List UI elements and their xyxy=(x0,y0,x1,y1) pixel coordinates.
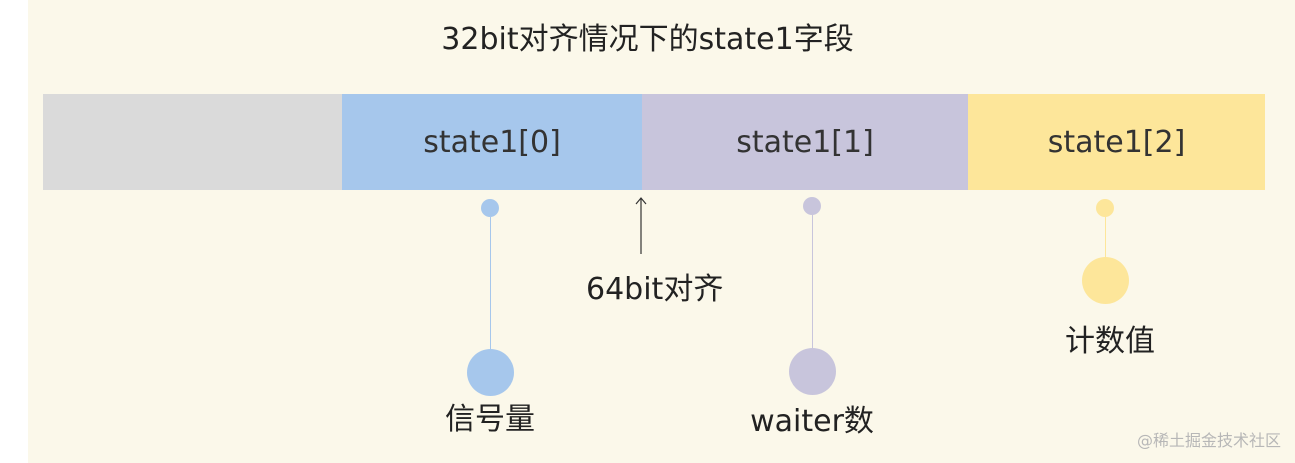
counter-connector-line xyxy=(1105,217,1106,257)
semaphore-top-dot xyxy=(481,199,499,217)
diagram-title: 32bit对齐情况下的state1字段 xyxy=(441,22,854,57)
semaphore-connector-line xyxy=(490,217,491,349)
waiter-bottom-dot xyxy=(789,348,836,395)
state1-2-segment: state1[2] xyxy=(968,94,1265,190)
alignment-arrow xyxy=(634,196,648,254)
counter-bottom-dot xyxy=(1082,257,1129,304)
waiter-top-dot xyxy=(803,197,821,215)
counter-top-dot xyxy=(1096,199,1114,217)
state1-1-label: state1[1] xyxy=(736,124,874,160)
state1-0-segment: state1[0] xyxy=(342,94,642,190)
semaphore-bottom-dot xyxy=(467,349,514,396)
state1-0-label: state1[0] xyxy=(423,124,561,160)
watermark: @稀土掘金技术社区 xyxy=(1136,431,1281,450)
waiter-label: waiter数 xyxy=(750,404,874,439)
state1-2-label: state1[2] xyxy=(1047,124,1186,160)
counter-label: 计数值 xyxy=(1065,324,1155,359)
alignment-label: 64bit对齐 xyxy=(586,272,724,307)
state1-1-segment: state1[1] xyxy=(642,94,968,190)
semaphore-label: 信号量 xyxy=(445,402,535,437)
diagram-canvas xyxy=(28,0,1295,463)
waiter-connector-line xyxy=(812,215,813,348)
padding-segment xyxy=(43,94,342,190)
